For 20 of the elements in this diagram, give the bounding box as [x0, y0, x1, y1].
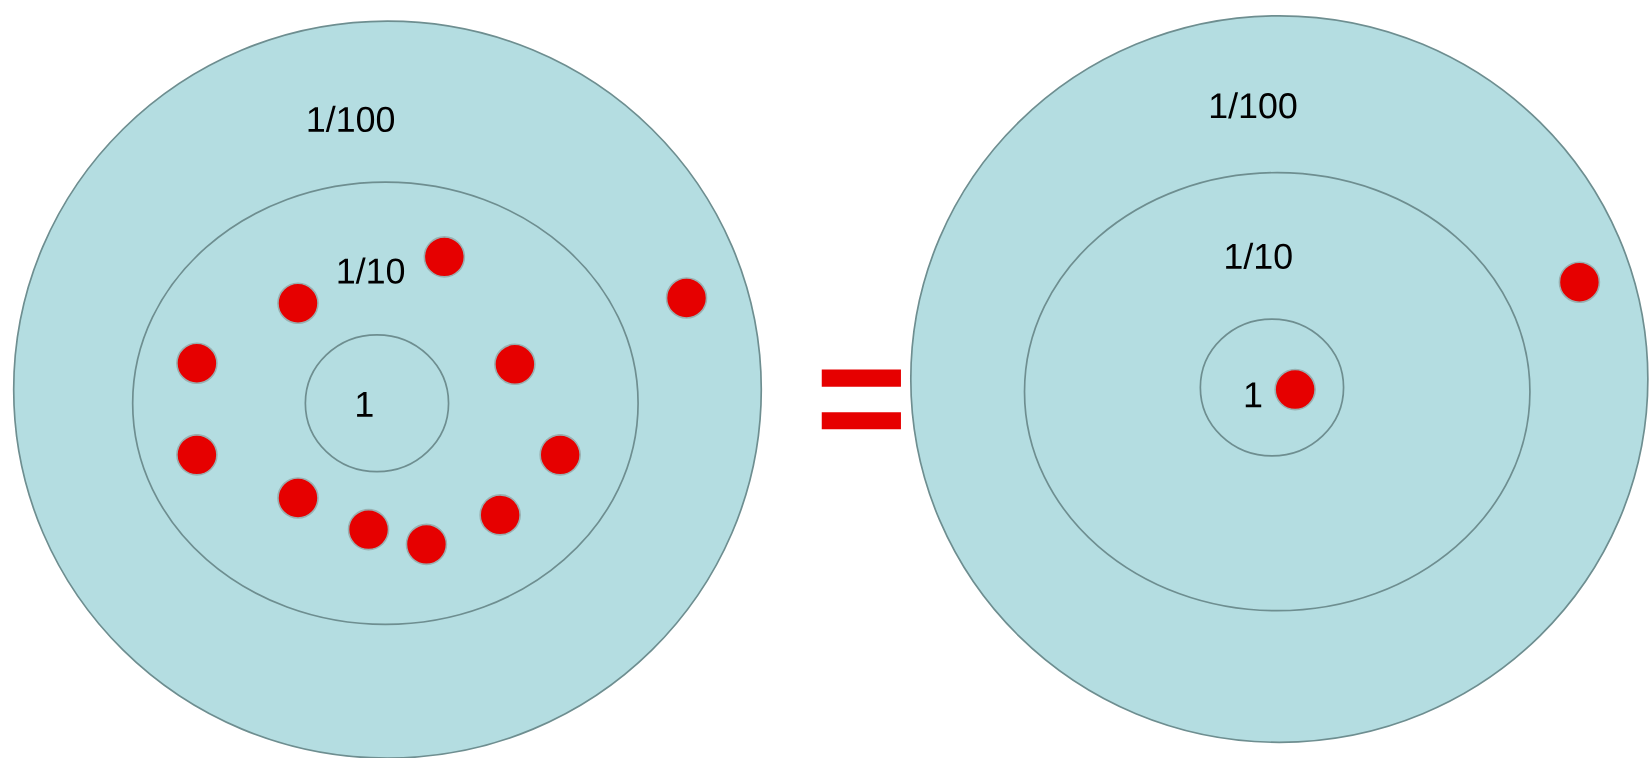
dot	[176, 342, 218, 384]
dot	[405, 523, 448, 566]
dot	[665, 277, 708, 319]
ring-label: 1/100	[308, 105, 394, 133]
dot	[347, 508, 390, 551]
dot	[539, 434, 581, 476]
dot	[1558, 261, 1601, 303]
dot	[423, 236, 466, 278]
equals-sign: =	[821, 369, 901, 430]
dot	[277, 282, 319, 324]
dot	[277, 477, 319, 519]
ring-label: 1	[357, 391, 373, 417]
ring-label: 1/100	[1210, 92, 1297, 119]
dot	[494, 343, 536, 386]
ring-label: 1	[1245, 382, 1262, 408]
ring-label: 1/10	[1226, 242, 1292, 269]
dot	[176, 434, 218, 476]
ring-label: 1/10	[338, 257, 405, 284]
dot	[1274, 368, 1316, 411]
dot	[479, 494, 521, 536]
